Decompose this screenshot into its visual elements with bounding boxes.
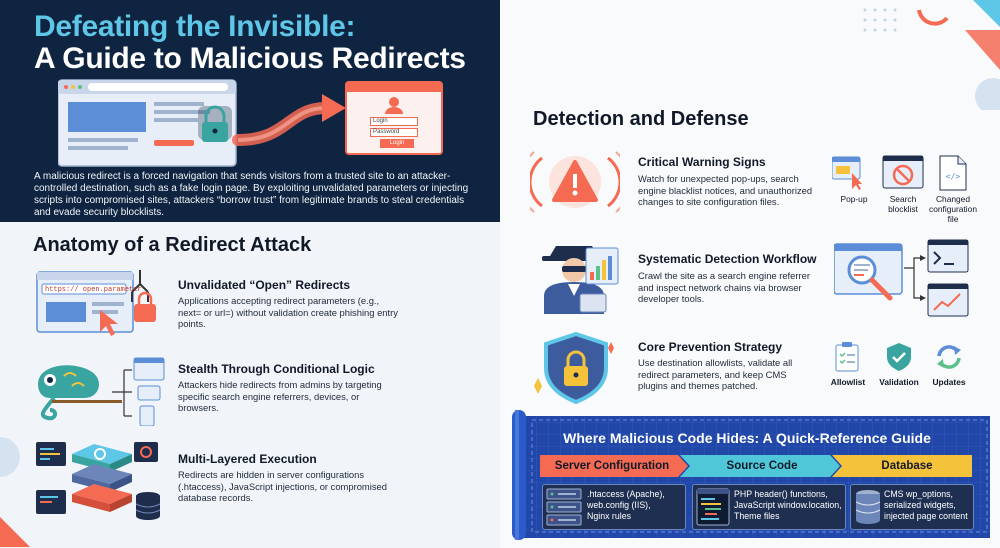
detection-title: Detection and Defense <box>533 108 749 130</box>
fake-login-field: Login <box>370 117 418 126</box>
updates-refresh-icon <box>937 345 961 369</box>
warning-triangle-icon <box>530 151 620 213</box>
tab-server-configuration: Server Configuration <box>554 460 670 472</box>
redirect-arrow-icon <box>232 94 346 146</box>
code-window-icon <box>696 488 730 526</box>
validation-shield-icon <box>887 343 911 371</box>
anatomy-title: Anatomy of a Redirect Attack <box>33 234 312 256</box>
hero-panel: Defeating the Invisible: A Guide to Mali… <box>0 0 500 222</box>
chameleon-icon <box>38 357 165 426</box>
quick-reference-title: Where Malicious Code Hides: A Quick-Refe… <box>563 430 931 446</box>
svg-text:</>: </> <box>946 172 961 181</box>
search-blocklist-label-line2: blocklist <box>888 204 918 214</box>
detection-item-title-1: Critical Warning Signs <box>638 155 766 169</box>
server-rack-icon <box>546 488 582 526</box>
detection-item-desc-3: Use destination allowlists, validate all… <box>638 357 793 391</box>
shield-lock-icon <box>534 331 614 405</box>
detection-item-desc-1: Watch for unexpected pop-ups, search eng… <box>638 173 813 207</box>
search-blocklist-label-line1: Search <box>889 194 917 204</box>
quick-reference-guide: Where Malicious Code Hides: A Quick-Refe… <box>512 410 997 540</box>
allowlist-icon <box>835 342 859 372</box>
detection-item-desc-2: Crawl the site as a search engine referr… <box>638 270 810 304</box>
search-blocklist-icon <box>882 155 924 189</box>
database-line1: CMS wp_options, <box>884 489 953 499</box>
server-config-line2: web.config (IIS), <box>587 500 651 510</box>
open-redirect-icon <box>36 270 156 336</box>
decorative-pattern-icon <box>863 0 1000 110</box>
config-file-icon: </> <box>939 155 967 191</box>
server-config-line3: Nginx rules <box>587 511 632 521</box>
layered-stack-icon <box>36 442 161 520</box>
config-file-label-line3: file <box>947 214 959 224</box>
hacker-icon <box>542 246 619 314</box>
trusted-site-browser-icon <box>58 79 237 167</box>
decorative-shapes-icon <box>0 437 30 547</box>
database-line2: serialized widgets, <box>884 500 956 510</box>
fake-password-field: Password <box>370 128 418 137</box>
source-code-line2: JavaScript window.location, <box>734 500 842 510</box>
url-parameter-text: https:// open.parameter <box>45 286 142 294</box>
source-code-line1: PHP header() functions, <box>734 489 828 499</box>
anatomy-item-title-3: Multi-Layered Execution <box>178 452 317 466</box>
hero-description: A malicious redirect is a forced navigat… <box>34 171 469 218</box>
database-line3: injected page content <box>884 511 968 521</box>
hero-title-line2: A Guide to Malicious Redirects <box>34 42 466 75</box>
database-icon <box>855 490 881 524</box>
category-tabs-shapes <box>540 455 972 477</box>
anatomy-item-title-2: Stealth Through Conditional Logic <box>178 362 375 376</box>
server-config-line1: .htaccess (Apache), <box>587 489 665 499</box>
tab-source-code: Source Code <box>726 460 798 472</box>
tab-database: Database <box>881 460 933 472</box>
detection-item-title-2: Systematic Detection Workflow <box>638 252 817 266</box>
hero-title-line1: Defeating the Invisible: <box>34 10 356 43</box>
padlock-icon <box>198 105 232 142</box>
config-file-label-line2: configuration <box>929 204 977 214</box>
detection-item-title-3: Core Prevention Strategy <box>638 340 783 354</box>
anatomy-item-desc-3: Redirects are hidden in server configura… <box>178 469 387 503</box>
config-file-label-line1: Changed <box>936 194 970 204</box>
fake-login-button: Login <box>380 139 414 148</box>
updates-label: Updates <box>932 377 966 387</box>
allowlist-label: Allowlist <box>830 377 866 387</box>
validation-label: Validation <box>879 377 919 387</box>
source-code-line3: Theme files <box>734 511 780 521</box>
popup-icon <box>832 156 862 190</box>
anatomy-panel: Anatomy of a Redirect Attack https:// op… <box>0 222 500 548</box>
anatomy-item-desc-1: Applications accepting redirect paramete… <box>178 295 398 329</box>
workflow-icon <box>834 239 969 317</box>
anatomy-item-desc-2: Attackers hide redirects from admins by … <box>178 379 382 413</box>
anatomy-item-title-1: Unvalidated “Open” Redirects <box>178 278 351 292</box>
popup-label: Pop-up <box>840 194 868 204</box>
